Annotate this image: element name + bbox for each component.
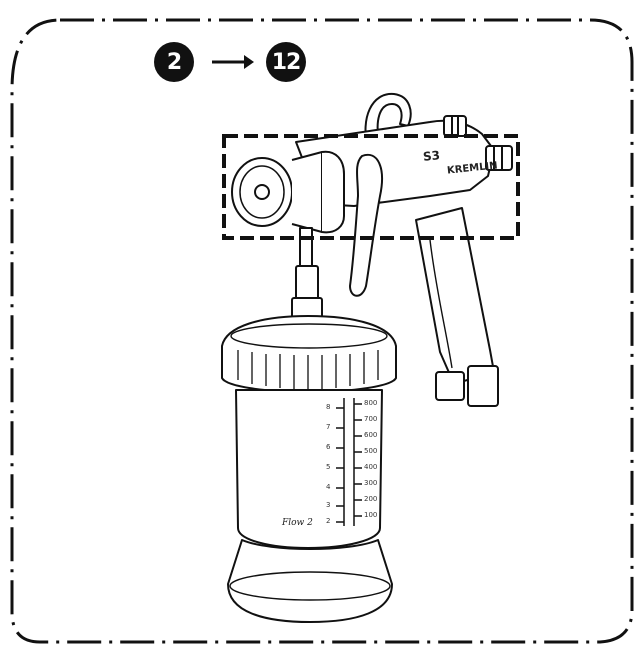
- scale-right-mark: 100: [364, 511, 378, 519]
- scale-left-mark: 7: [326, 423, 331, 431]
- gun-model-marking: S3: [422, 148, 441, 164]
- scale-left-mark: 3: [326, 501, 331, 509]
- fluid-knob: [443, 115, 467, 137]
- scale-right-mark: 300: [364, 479, 378, 487]
- cup-lid: [221, 315, 397, 393]
- cup-bottom-label: Flow 2: [282, 518, 313, 528]
- highlight-box: [222, 134, 520, 240]
- feed-tube: [299, 227, 313, 269]
- scale-left-mark: 6: [326, 443, 331, 451]
- trigger: [349, 153, 383, 297]
- air-knob: [485, 145, 513, 171]
- scale-left-mark: 2: [326, 517, 331, 525]
- scale-right-mark: 400: [364, 463, 378, 471]
- scale-left-mark: 8: [326, 403, 331, 411]
- gun-body: [295, 119, 495, 207]
- step-start-badge: 2: [154, 42, 194, 82]
- scale-right-mark: 800: [364, 399, 378, 407]
- scale-right-mark: 500: [364, 447, 378, 455]
- gun-handle: [415, 207, 495, 385]
- scale-left-mark: 4: [326, 483, 331, 491]
- measurement-scale: [336, 398, 362, 526]
- arrow-right-icon: [212, 55, 254, 69]
- scale-left-mark: 5: [326, 463, 331, 471]
- cup-base: [227, 539, 393, 623]
- scale-right-mark: 700: [364, 415, 378, 423]
- air-inlet: [435, 371, 465, 401]
- step-end-badge: 12: [266, 42, 306, 82]
- scale-right-mark: 600: [364, 431, 378, 439]
- scale-right-mark: 200: [364, 495, 378, 503]
